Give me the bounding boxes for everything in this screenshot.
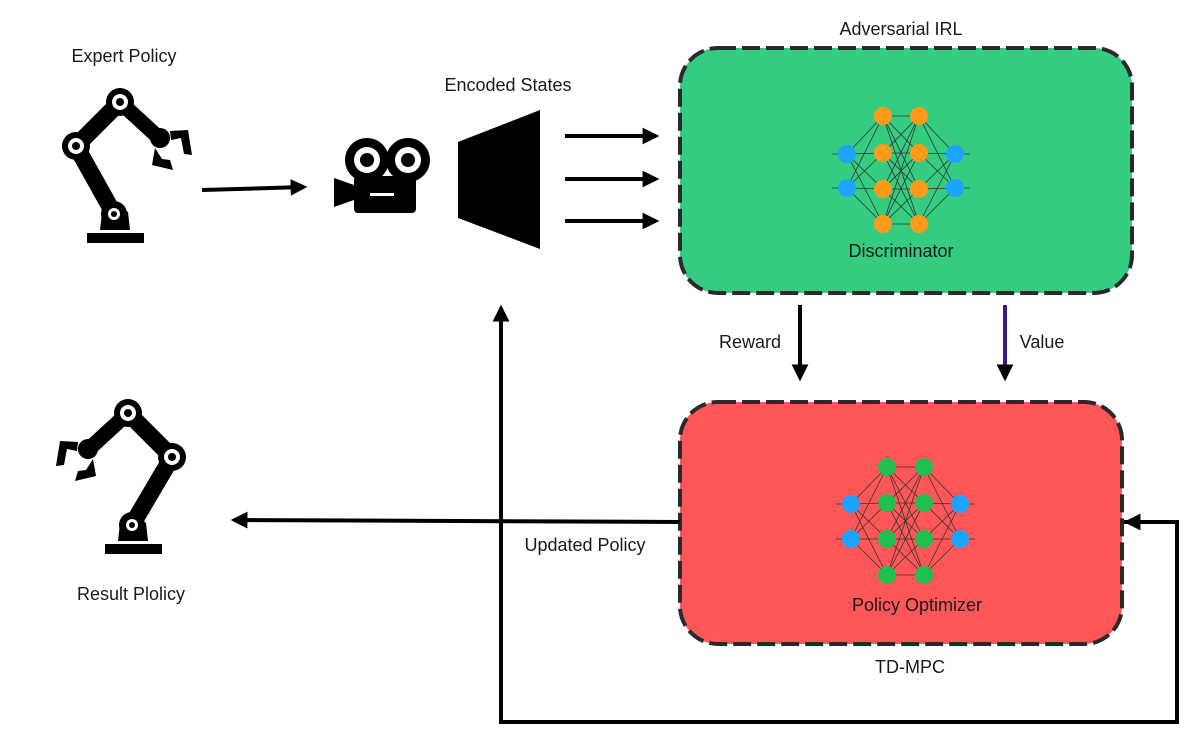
policy-optimizer-label: Policy Optimizer bbox=[851, 595, 983, 615]
result-robot-arm-icon bbox=[56, 399, 186, 554]
value-label: Value bbox=[1019, 332, 1065, 352]
td-mpc-box bbox=[678, 400, 1124, 646]
result-policy-label: Result Plolicy bbox=[76, 584, 186, 604]
updated-policy-label: Updated Policy bbox=[524, 535, 646, 555]
encoder-trapezoid-icon bbox=[458, 110, 540, 249]
expert-robot-arm-icon bbox=[62, 88, 192, 243]
encoded-states-label: Encoded States bbox=[444, 75, 572, 95]
movie-camera-icon bbox=[334, 138, 430, 213]
updated-policy-arrow bbox=[230, 511, 681, 529]
reward-label: Reward bbox=[718, 332, 782, 352]
expert-policy-label: Expert Policy bbox=[71, 46, 177, 66]
adversarial-irl-label: Adversarial IRL bbox=[839, 19, 963, 39]
policy-nodes bbox=[842, 458, 969, 584]
adversarial-irl-box bbox=[678, 46, 1134, 295]
expert-to-camera-arrow bbox=[201, 178, 308, 196]
td-mpc-label: TD-MPC bbox=[875, 657, 945, 677]
discriminator-nodes bbox=[838, 107, 964, 233]
discriminator-label: Discriminator bbox=[848, 241, 954, 261]
